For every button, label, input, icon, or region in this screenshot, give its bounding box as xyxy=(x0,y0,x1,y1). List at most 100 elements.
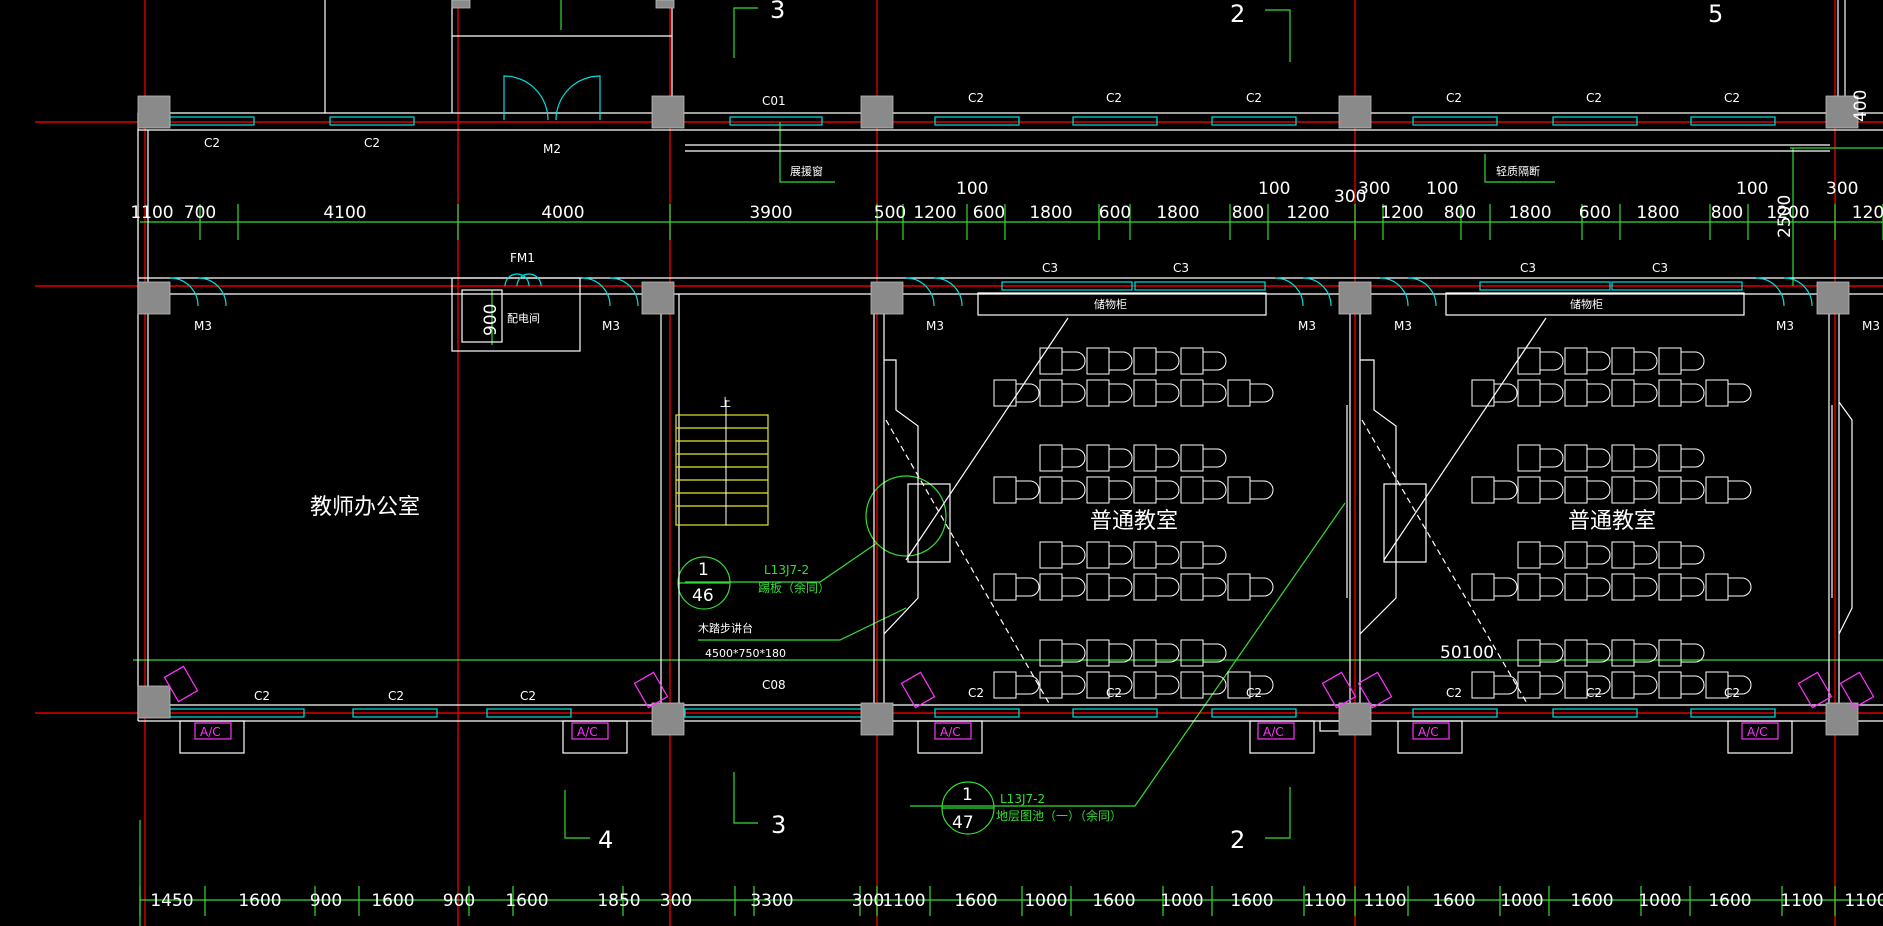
desk xyxy=(1086,639,1110,667)
bottom-dimension-value: 1000 xyxy=(1160,891,1203,911)
desk xyxy=(1564,379,1588,407)
desk xyxy=(1611,379,1635,407)
desk xyxy=(1517,671,1541,699)
axis-lines xyxy=(35,0,1883,926)
chair xyxy=(1681,448,1705,468)
chair xyxy=(1016,577,1040,597)
desk xyxy=(1180,541,1204,569)
chair xyxy=(1728,383,1752,403)
chair xyxy=(1634,545,1658,565)
stair-up-label: 上 xyxy=(720,396,731,409)
bottom-dimension-value: 1600 xyxy=(1570,891,1613,911)
desk xyxy=(1039,573,1063,601)
ac-label: A/C xyxy=(1747,725,1768,739)
bottom-dimension-value: 1600 xyxy=(1432,891,1475,911)
desk xyxy=(1086,541,1110,569)
chair xyxy=(1250,577,1274,597)
desk xyxy=(1133,671,1157,699)
desk xyxy=(1611,541,1635,569)
desk xyxy=(1564,541,1588,569)
chair xyxy=(1540,577,1564,597)
sill-window-label: 展援窗 xyxy=(790,164,823,178)
small-dim-7: 300 xyxy=(1826,179,1858,199)
desk xyxy=(1658,444,1682,472)
desk xyxy=(1611,639,1635,667)
chair xyxy=(1681,383,1705,403)
chair xyxy=(1156,383,1180,403)
vertical-dim-900: 900 xyxy=(481,304,501,336)
desk xyxy=(1564,444,1588,472)
podium-size-label: 4500*750*180 xyxy=(705,647,786,660)
desk xyxy=(1086,671,1110,699)
bottom-dimension-value: 1600 xyxy=(954,891,997,911)
desk xyxy=(1086,347,1110,375)
chair xyxy=(1203,448,1227,468)
callout-sheet: 46 xyxy=(692,586,714,606)
chair xyxy=(1540,480,1564,500)
top-dimension-value: 1800 xyxy=(1156,203,1199,223)
walls xyxy=(137,0,1883,754)
desk xyxy=(1471,476,1495,504)
chair xyxy=(1681,643,1705,663)
chair xyxy=(1634,383,1658,403)
chair xyxy=(1728,675,1752,695)
top-dimension-value: 500 xyxy=(874,203,906,223)
desk xyxy=(993,573,1017,601)
partition-label: 轻质隔断 xyxy=(1496,164,1540,178)
chair xyxy=(1587,448,1611,468)
top-dimension-value: 800 xyxy=(1232,203,1264,223)
bottom-dimension-value: 1100 xyxy=(1780,891,1823,911)
bottom-dimension-value: 1000 xyxy=(1638,891,1681,911)
top-dimension-value: 1100 xyxy=(130,203,173,223)
distribution-room-label: 配电间 xyxy=(507,312,540,325)
door-label: M3 xyxy=(926,319,944,333)
chair xyxy=(1062,545,1086,565)
chair xyxy=(1540,448,1564,468)
chair xyxy=(1587,351,1611,371)
podium-label: 木踏步讲台 xyxy=(698,621,753,635)
desk xyxy=(1471,671,1495,699)
classroom-desks xyxy=(993,347,1752,699)
desk xyxy=(1039,379,1063,407)
bottom-dimension-value: 1450 xyxy=(150,891,193,911)
chair xyxy=(1587,675,1611,695)
chair xyxy=(1728,577,1752,597)
chair xyxy=(1016,675,1040,695)
chair xyxy=(1587,480,1611,500)
bottom-dimension-value: 1000 xyxy=(1500,891,1543,911)
door-label: FM1 xyxy=(510,251,535,265)
desk xyxy=(1039,347,1063,375)
desk xyxy=(1517,476,1541,504)
stair xyxy=(675,414,769,526)
chair xyxy=(1634,448,1658,468)
chair xyxy=(1156,480,1180,500)
chair xyxy=(1203,480,1227,500)
top-dimension-value: 700 xyxy=(184,203,216,223)
desk xyxy=(1564,347,1588,375)
desk xyxy=(993,671,1017,699)
desk xyxy=(1611,573,1635,601)
chair xyxy=(1540,383,1564,403)
desk xyxy=(1086,444,1110,472)
chair xyxy=(1109,383,1133,403)
desk xyxy=(1611,671,1635,699)
ac-symbols xyxy=(163,665,1875,740)
desk xyxy=(1611,476,1635,504)
chair xyxy=(1203,383,1227,403)
chair xyxy=(1250,383,1274,403)
chair xyxy=(1540,643,1564,663)
window-label: C3 xyxy=(1652,261,1668,275)
chair xyxy=(1156,351,1180,371)
chair xyxy=(1250,675,1274,695)
bottom-dimension-value: 1600 xyxy=(1092,891,1135,911)
top-dimension-value: 1200 xyxy=(1286,203,1329,223)
top-dimension-value: 800 xyxy=(1444,203,1476,223)
chair xyxy=(1494,675,1518,695)
chair xyxy=(1062,383,1086,403)
chair xyxy=(1016,383,1040,403)
desk xyxy=(1039,444,1063,472)
overall-dimension: 50100 xyxy=(1440,643,1494,663)
ac-label: A/C xyxy=(200,725,221,739)
